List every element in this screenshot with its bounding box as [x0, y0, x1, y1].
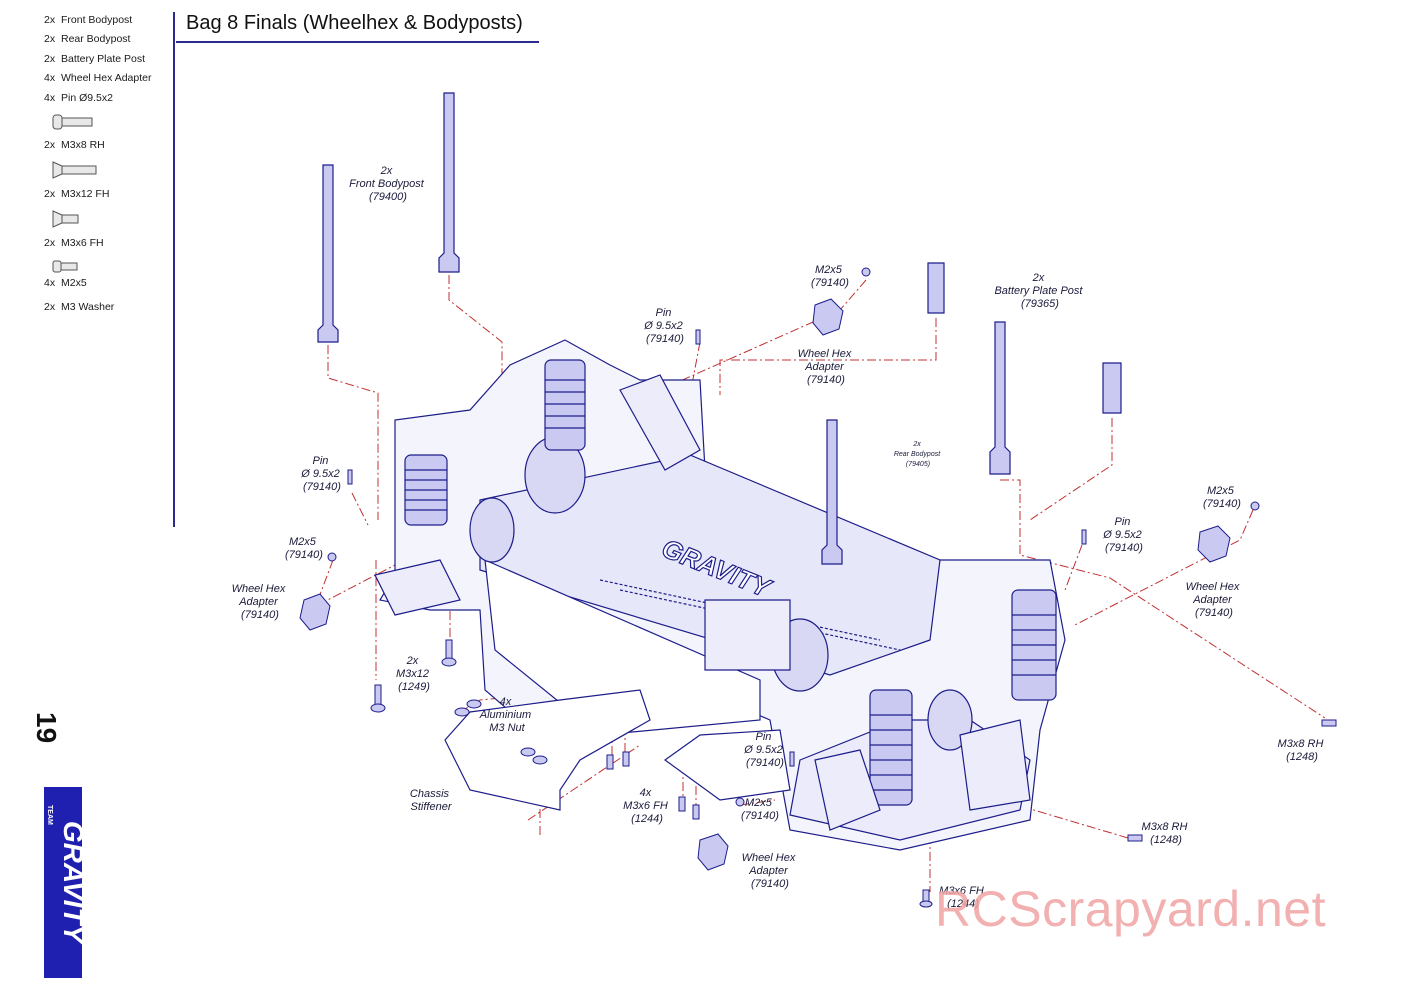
callout-m2x5-top: M2x5 (79140) — [811, 264, 849, 289]
callout-front-bodypost: 2x Front Bodypost (79400) — [349, 165, 427, 203]
callout-m2x5-left: M2x5 (79140) — [285, 536, 323, 561]
callout-m3x12: 2x M3x12 (1249) — [396, 655, 432, 693]
title-rule — [176, 41, 539, 43]
screw-fh-long-icon — [52, 161, 97, 179]
callout-m2x5-bottom: M2x5 (79140) — [741, 797, 779, 822]
hardware — [299, 267, 1337, 908]
screw-m2-icon — [52, 260, 78, 273]
svg-text:TEAM: TEAM — [46, 805, 53, 825]
callout-alu-nut: 4x Aluminium M3 Nut — [479, 696, 534, 734]
callouts: 2x Front Bodypost (79400) Pin Ø 9.5x2 (7… — [232, 165, 1327, 910]
team-gravity-logo: GRAVITY TEAM — [44, 787, 86, 978]
page-title: Bag 8 Finals (Wheelhex & Bodyposts) — [186, 12, 523, 34]
callout-whex-right: Wheel Hex Adapter (79140) — [1186, 581, 1243, 619]
callout-pin-top: Pin Ø 9.5x2 (79140) — [643, 307, 686, 345]
callout-pin-left: Pin Ø 9.5x2 (79140) — [300, 455, 343, 493]
screw-rh-icon — [52, 114, 93, 130]
chassis-assembly: GRAVITY — [374, 339, 1066, 851]
callout-m3x8-b: M3x8 RH (1248) — [1142, 821, 1191, 846]
callout-battery-post: 2x Battery Plate Post (79365) — [994, 272, 1085, 310]
svg-text:GRAVITY: GRAVITY — [58, 821, 86, 946]
callout-stiffener: Chassis Stiffener — [410, 788, 453, 813]
callout-m2x5-right: M2x5 (79140) — [1203, 485, 1241, 510]
watermark: RCScrapyard.net — [935, 881, 1326, 937]
callout-pin-mid: Pin Ø 9.5x2 (79140) — [743, 731, 786, 769]
side-rule — [173, 12, 175, 527]
bodyposts — [317, 92, 1122, 565]
callout-whex-bottom: Wheel Hex Adapter (79140) — [742, 852, 799, 890]
callout-rear-bodypost: 2x Rear Bodypost (79405) — [894, 441, 942, 468]
callout-whex-top: Wheel Hex Adapter (79140) — [798, 348, 855, 386]
callout-m3x6-bottom: M3x6 FH (1244) — [939, 885, 987, 910]
callout-whex-left: Wheel Hex Adapter (79140) — [232, 583, 289, 621]
callout-pin-right: Pin Ø 9.5x2 (79140) — [1102, 516, 1145, 554]
screw-fh-short-icon — [52, 210, 79, 228]
callout-m3x8-a: M3x8 RH (1248) — [1278, 738, 1327, 763]
callout-m3x6-4x: 4x M3x6 FH (1244) — [623, 787, 671, 825]
